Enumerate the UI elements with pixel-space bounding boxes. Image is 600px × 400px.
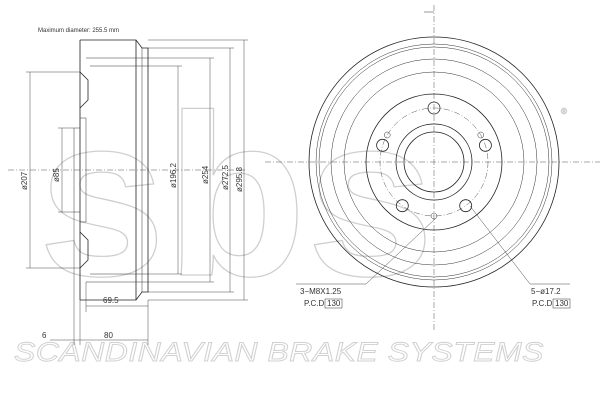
drum-front-view: 3−M8X1.25 P.C.D 130 5−ø17.2 P.C.D 130 bbox=[265, 5, 600, 330]
friction-ring bbox=[330, 58, 538, 266]
center-bore bbox=[403, 131, 465, 193]
hub-step bbox=[79, 71, 89, 269]
dim-h6: 6 bbox=[42, 331, 47, 340]
bolt-hole bbox=[376, 138, 390, 152]
thread-pcd-box bbox=[324, 298, 343, 309]
outer-rim bbox=[308, 36, 560, 288]
dim-d272: ø272.5 bbox=[221, 165, 230, 190]
pcd-circle bbox=[379, 107, 489, 217]
dim-d207: ø207 bbox=[20, 171, 29, 190]
threaded-holes bbox=[383, 131, 485, 220]
rim-ring-2 bbox=[315, 43, 553, 281]
bolt-hole bbox=[459, 199, 473, 213]
thread-pcd-value: 130 bbox=[327, 299, 341, 308]
threaded-hole bbox=[477, 131, 485, 139]
dim-h80: 80 bbox=[104, 331, 113, 340]
dim-d85: ø85 bbox=[52, 168, 61, 182]
brand-watermark: sbs ® SCANDINAVIAN BRAKE SYSTEMS bbox=[14, 66, 568, 367]
hub-ring-outer bbox=[343, 71, 525, 253]
bolt-hole bbox=[478, 138, 492, 152]
dim-d196: ø196.2 bbox=[169, 163, 178, 188]
dim-d295: ø295.8 bbox=[235, 167, 244, 192]
bolt-holes bbox=[376, 101, 492, 213]
registered-mark: ® bbox=[561, 107, 567, 116]
company-name-watermark: SCANDINAVIAN BRAKE SYSTEMS bbox=[14, 337, 544, 367]
holes-pcd-value: 130 bbox=[555, 299, 569, 308]
drum-outer-profile bbox=[79, 39, 149, 301]
bolt-hole bbox=[395, 199, 409, 213]
thread-label: 3−M8X1.25 bbox=[300, 287, 342, 296]
holes-pcd-box bbox=[552, 298, 571, 309]
drum-side-view: Maximum diameter: 255.5 mm ø207 ø85 ø196… bbox=[8, 28, 248, 345]
max-diameter-note: Maximum diameter: 255.5 mm bbox=[38, 28, 119, 34]
hub-bore bbox=[80, 117, 87, 223]
dim-h69: 69.5 bbox=[103, 296, 119, 305]
hub-flange bbox=[365, 93, 503, 231]
thread-pcd-label: P.C.D bbox=[304, 299, 325, 308]
holes-pcd-label: P.C.D bbox=[532, 299, 553, 308]
bolt-hole bbox=[427, 101, 441, 115]
threaded-hole bbox=[383, 131, 391, 139]
dim-d254: ø254 bbox=[201, 165, 210, 184]
holes-label: 5−ø17.2 bbox=[531, 287, 561, 296]
center-bore-outer bbox=[395, 123, 473, 201]
thread-leader bbox=[296, 217, 437, 285]
holes-leader bbox=[469, 205, 570, 285]
threaded-hole bbox=[430, 212, 438, 220]
rim-ring-3 bbox=[318, 46, 550, 278]
